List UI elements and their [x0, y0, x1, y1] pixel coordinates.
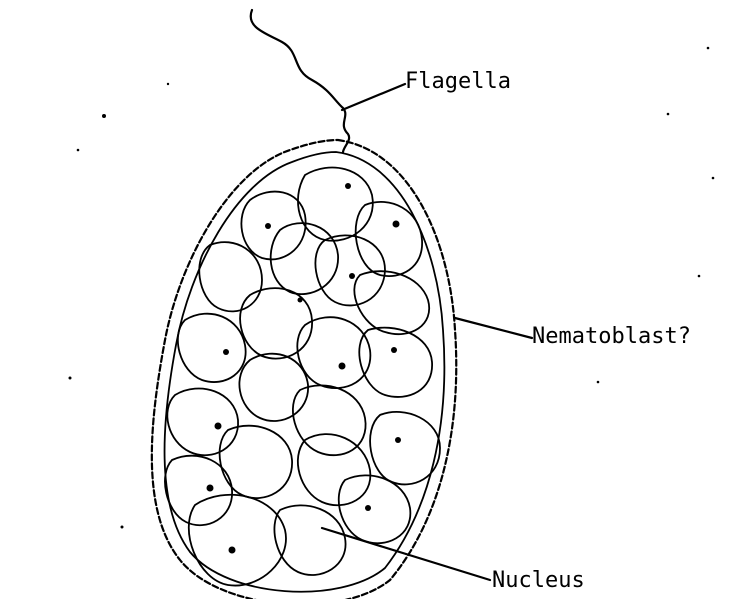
flagella-pointer — [342, 84, 405, 110]
label-nucleus: Nucleus — [492, 570, 585, 592]
label-flagella: Flagella — [405, 71, 511, 93]
flagellum — [251, 10, 349, 152]
label-nematoblast: Nematoblast? — [532, 326, 691, 348]
nematoblast-pointer — [455, 318, 532, 338]
nucleus-dots — [207, 183, 402, 554]
